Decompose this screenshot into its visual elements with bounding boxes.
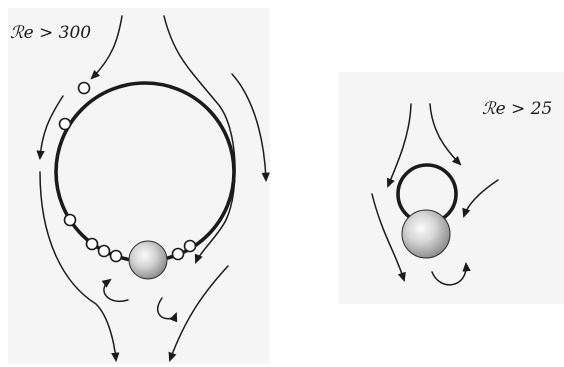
small-bubble xyxy=(65,215,76,226)
small-bubble xyxy=(99,246,110,257)
small-bubble xyxy=(87,239,98,250)
particle-sphere xyxy=(129,241,167,279)
left-panel-label: ℛe > 300 xyxy=(10,23,91,43)
small-bubble xyxy=(185,241,196,252)
small-bubble xyxy=(173,249,184,260)
small-bubble xyxy=(79,83,90,94)
left-panel-background xyxy=(8,8,270,364)
small-bubble xyxy=(60,119,71,130)
right-panel-label: ℛe > 25 xyxy=(482,99,552,119)
particle-sphere xyxy=(402,210,450,258)
small-bubble xyxy=(111,251,122,262)
